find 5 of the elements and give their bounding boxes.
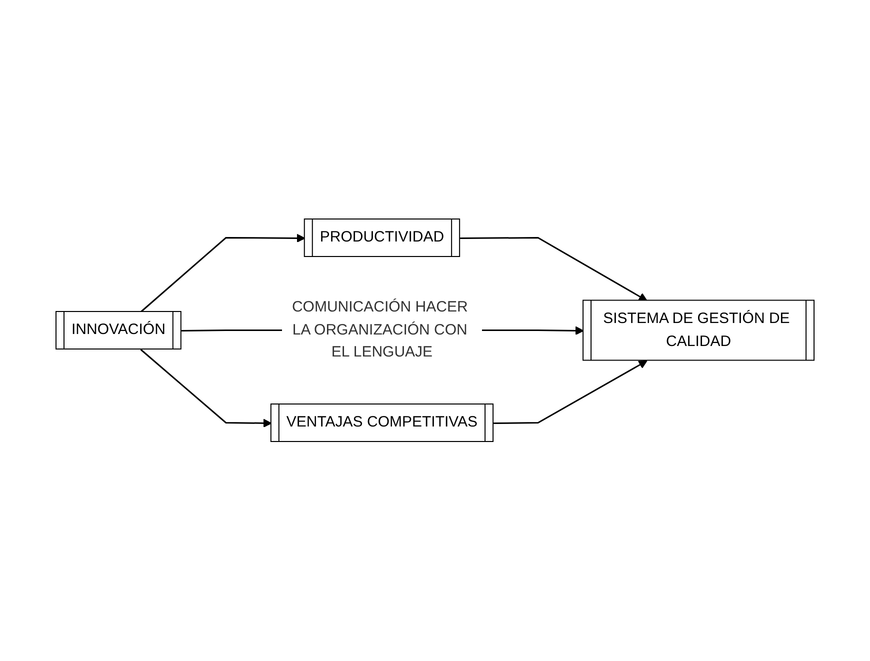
arrow bbox=[140, 234, 306, 313]
edge-label: COMUNICACIÓN HACER LA ORGANIZACIÓN CON EL LENGUAJE bbox=[292, 298, 468, 361]
arrow bbox=[460, 237, 648, 302]
arrow bbox=[140, 349, 272, 428]
arrow bbox=[494, 360, 648, 424]
